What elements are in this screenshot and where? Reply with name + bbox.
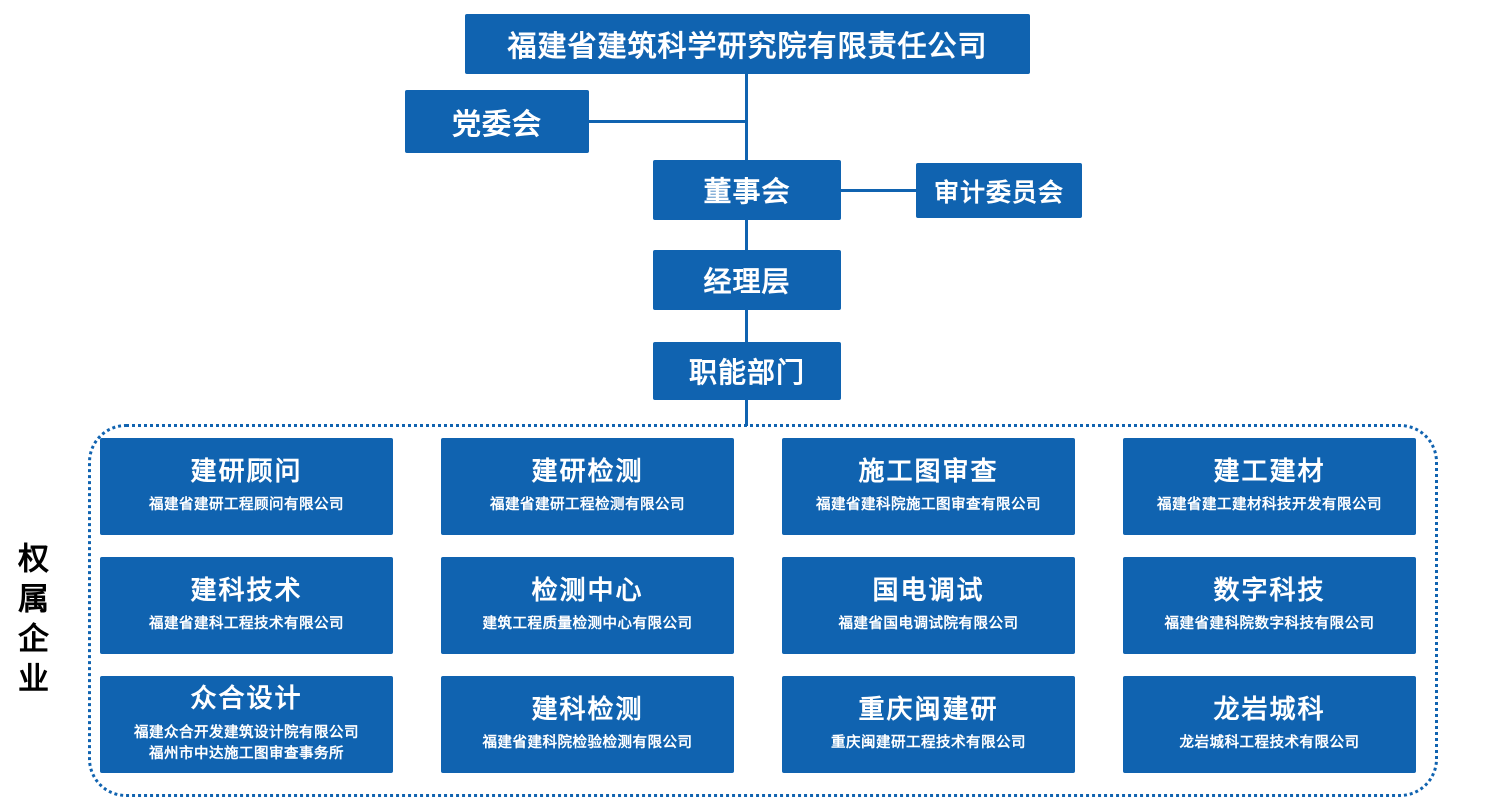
subsidiary-subtitle: 重庆闽建研工程技术有限公司 xyxy=(831,735,1026,752)
subsidiary-subtitle: 福建省建研工程检测有限公司 xyxy=(490,497,685,514)
subsidiary-subtitle: 建筑工程质量检测中心有限公司 xyxy=(482,616,693,633)
party-committee-box: 党委会 xyxy=(405,90,589,153)
functional-departments-box: 职能部门 xyxy=(653,342,841,400)
subsidiary-title: 重庆闽建研 xyxy=(858,693,999,724)
subsidiary-box-jianke-testing: 建科检测 福建省建科院检验检测有限公司 xyxy=(441,676,734,773)
subsidiary-box-chongqing-minjianyan: 重庆闽建研 重庆闽建研工程技术有限公司 xyxy=(782,676,1075,773)
subsidiary-subtitle: 福建省建研工程顾问有限公司 xyxy=(149,497,344,514)
management-layer-box: 经理层 xyxy=(653,250,841,310)
subsidiary-box-jianyan-testing: 建研检测 福建省建研工程检测有限公司 xyxy=(441,438,734,535)
root-company-box: 福建省建筑科学研究院有限责任公司 xyxy=(465,14,1030,74)
subsidiary-box-zhonghe-design: 众合设计 福建众合开发建筑设计院有限公司 福州市中达施工图审查事务所 xyxy=(100,676,393,773)
connector-board-to-audit xyxy=(841,189,917,192)
subsidiary-box-guodian-commissioning: 国电调试 福建省国电调试院有限公司 xyxy=(782,557,1075,654)
subsidiary-title: 众合设计 xyxy=(190,683,303,714)
connector-root-to-board xyxy=(745,74,748,160)
subsidiary-title: 建研顾问 xyxy=(190,455,303,486)
subsidiary-box-construction-materials: 建工建材 福建省建工建材科技开发有限公司 xyxy=(1123,438,1416,535)
subsidiary-box-drawing-review: 施工图审查 福建省建科院施工图审查有限公司 xyxy=(782,438,1075,535)
subsidiary-box-jianke-technology: 建科技术 福建省建科工程技术有限公司 xyxy=(100,557,393,654)
subsidiaries-group-label: 权属企业 xyxy=(13,542,48,702)
subsidiary-title: 建科检测 xyxy=(531,693,644,724)
subsidiary-title: 建研检测 xyxy=(531,455,644,486)
board-of-directors-box: 董事会 xyxy=(653,160,841,220)
subsidiary-title: 建科技术 xyxy=(190,574,303,605)
audit-committee-box: 审计委员会 xyxy=(916,163,1082,218)
subsidiary-box-testing-center: 检测中心 建筑工程质量检测中心有限公司 xyxy=(441,557,734,654)
subsidiary-subtitle: 福建省建科工程技术有限公司 xyxy=(149,616,344,633)
connector-party-committee xyxy=(589,120,746,123)
subsidiary-subtitle: 福建众合开发建筑设计院有限公司 福州市中达施工图审查事务所 xyxy=(134,724,359,762)
connector-board-to-management xyxy=(745,220,748,250)
subsidiary-box-jianyan-consult: 建研顾问 福建省建研工程顾问有限公司 xyxy=(100,438,393,535)
connector-departments-to-group xyxy=(745,400,748,426)
subsidiary-title: 龙岩城科 xyxy=(1213,693,1326,724)
subsidiary-subtitle: 福建省建工建材科技开发有限公司 xyxy=(1157,497,1382,514)
subsidiary-title: 建工建材 xyxy=(1213,455,1326,486)
connector-management-to-departments xyxy=(745,310,748,342)
subsidiary-title: 检测中心 xyxy=(531,574,644,605)
subsidiary-subtitle: 福建省建科院数字科技有限公司 xyxy=(1164,616,1375,633)
subsidiary-subtitle: 福建省国电调试院有限公司 xyxy=(838,616,1019,633)
subsidiary-title: 数字科技 xyxy=(1213,574,1326,605)
subsidiary-title: 国电调试 xyxy=(872,574,985,605)
subsidiary-subtitle: 福建省建科院检验检测有限公司 xyxy=(482,735,693,752)
subsidiaries-grid: 建研顾问 福建省建研工程顾问有限公司 建研检测 福建省建研工程检测有限公司 施工… xyxy=(100,438,1416,773)
subsidiary-box-digital-technology: 数字科技 福建省建科院数字科技有限公司 xyxy=(1123,557,1416,654)
subsidiary-title: 施工图审查 xyxy=(858,455,999,486)
subsidiaries-group-border xyxy=(88,424,1438,797)
subsidiary-box-longyan-chengke: 龙岩城科 龙岩城科工程技术有限公司 xyxy=(1123,676,1416,773)
subsidiary-subtitle: 龙岩城科工程技术有限公司 xyxy=(1179,735,1360,752)
subsidiary-subtitle: 福建省建科院施工图审查有限公司 xyxy=(816,497,1041,514)
